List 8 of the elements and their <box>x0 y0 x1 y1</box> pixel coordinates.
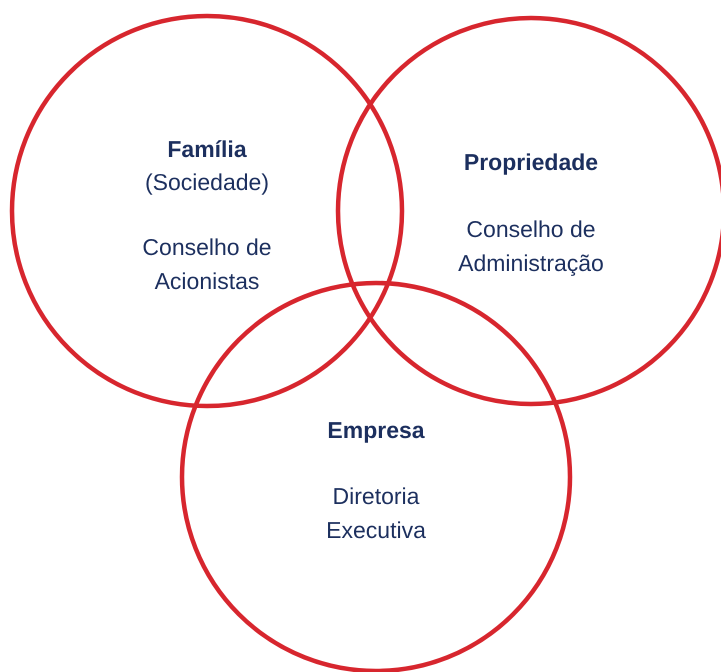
heading-text: Propriedade <box>462 148 600 177</box>
heading-text: Família <box>166 135 248 164</box>
body-text: (Sociedade) <box>144 168 270 197</box>
venn-circle <box>10 14 404 408</box>
body-text: Conselho de Administração <box>457 215 605 278</box>
heading-text: Empresa <box>326 416 426 445</box>
body-text: Diretoria Executiva <box>325 482 427 545</box>
body-text: Conselho de Acionistas <box>141 233 273 296</box>
